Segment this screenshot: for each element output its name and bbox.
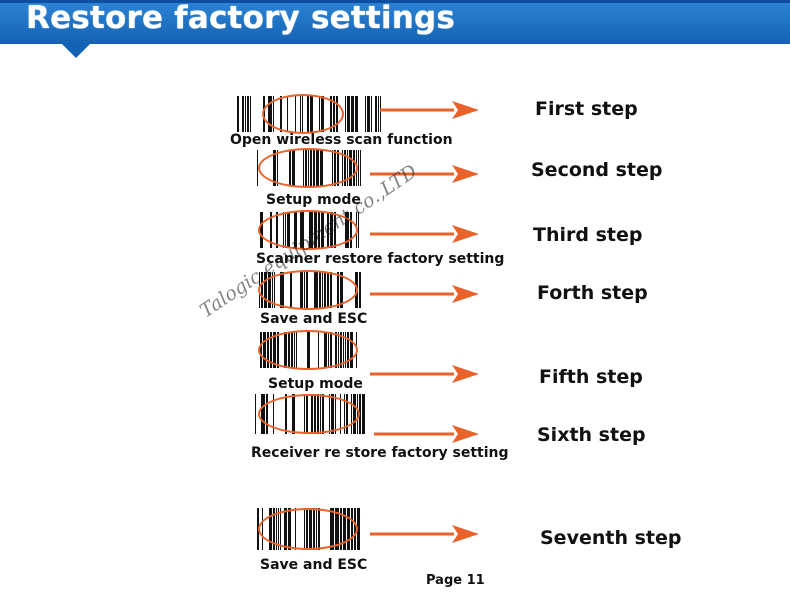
step-5-caption: Setup mode xyxy=(268,376,363,392)
step-1-caption: Open wireless scan function xyxy=(230,132,453,148)
highlight-oval xyxy=(258,210,358,250)
highlight-oval xyxy=(258,148,358,188)
step-2-label: Second step xyxy=(531,159,663,181)
page-number: Page 11 xyxy=(426,573,485,588)
barcode-4 xyxy=(256,270,362,310)
barcode-1 xyxy=(236,94,382,134)
highlight-oval xyxy=(262,94,344,134)
step-3-label: Third step xyxy=(533,224,643,246)
arrow-icon xyxy=(370,165,479,183)
step-4-caption: Save and ESC xyxy=(260,311,368,327)
barcode-3 xyxy=(256,210,362,250)
arrow-icon xyxy=(370,285,479,303)
highlight-oval xyxy=(258,394,360,434)
step-6-label: Sixth step xyxy=(537,424,646,446)
step-1-label: First step xyxy=(535,98,638,120)
arrow-icon xyxy=(370,225,479,243)
arrow-icon xyxy=(374,425,479,443)
highlight-oval xyxy=(258,270,358,310)
step-7-label: Seventh step xyxy=(540,527,682,549)
step-6-caption: Receiver re store factory setting xyxy=(251,445,509,461)
step-7-caption: Save and ESC xyxy=(260,557,368,573)
arrow-icon xyxy=(370,365,479,383)
step-4-label: Forth step xyxy=(537,282,648,304)
arrow-icon xyxy=(370,525,479,543)
barcode-2 xyxy=(256,148,362,188)
step-3-caption: Scanner restore factory setting xyxy=(256,251,505,267)
arrow-icon xyxy=(380,101,479,119)
page-title: Restore factory settings xyxy=(26,0,456,36)
header-banner: Restore factory settings xyxy=(0,0,790,44)
header-top-line xyxy=(0,0,790,3)
step-5-label: Fifth step xyxy=(539,366,643,388)
highlight-oval xyxy=(258,330,358,370)
barcode-6 xyxy=(254,394,366,434)
header-pointer xyxy=(62,44,90,58)
step-2-caption: Setup mode xyxy=(266,192,361,208)
highlight-oval xyxy=(258,508,358,550)
barcode-7 xyxy=(256,508,362,550)
barcode-5 xyxy=(256,330,362,370)
